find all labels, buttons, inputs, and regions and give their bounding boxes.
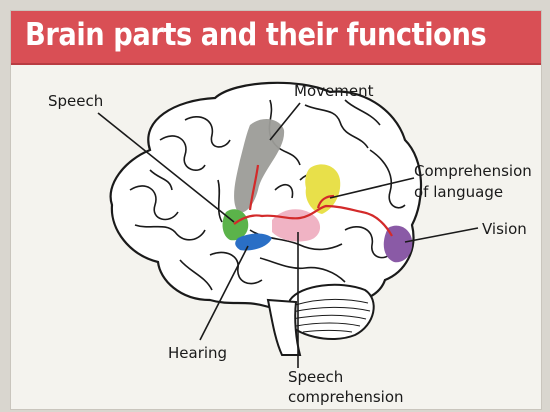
- hearing-label: Hearing: [168, 344, 227, 362]
- speech-label: Speech: [48, 92, 103, 110]
- speech-comprehension-label-line2: comprehension: [288, 388, 404, 406]
- movement-label: Movement: [294, 82, 374, 100]
- vision-leader: [405, 228, 478, 242]
- brain-outline: [111, 83, 421, 310]
- comprehension-label-line1: Comprehension: [414, 162, 532, 180]
- speech-comprehension-label-line1: Speech: [288, 368, 343, 386]
- vision-label: Vision: [482, 220, 527, 238]
- brain-stem: [268, 300, 300, 355]
- comprehension-label-line2: of language: [414, 183, 503, 201]
